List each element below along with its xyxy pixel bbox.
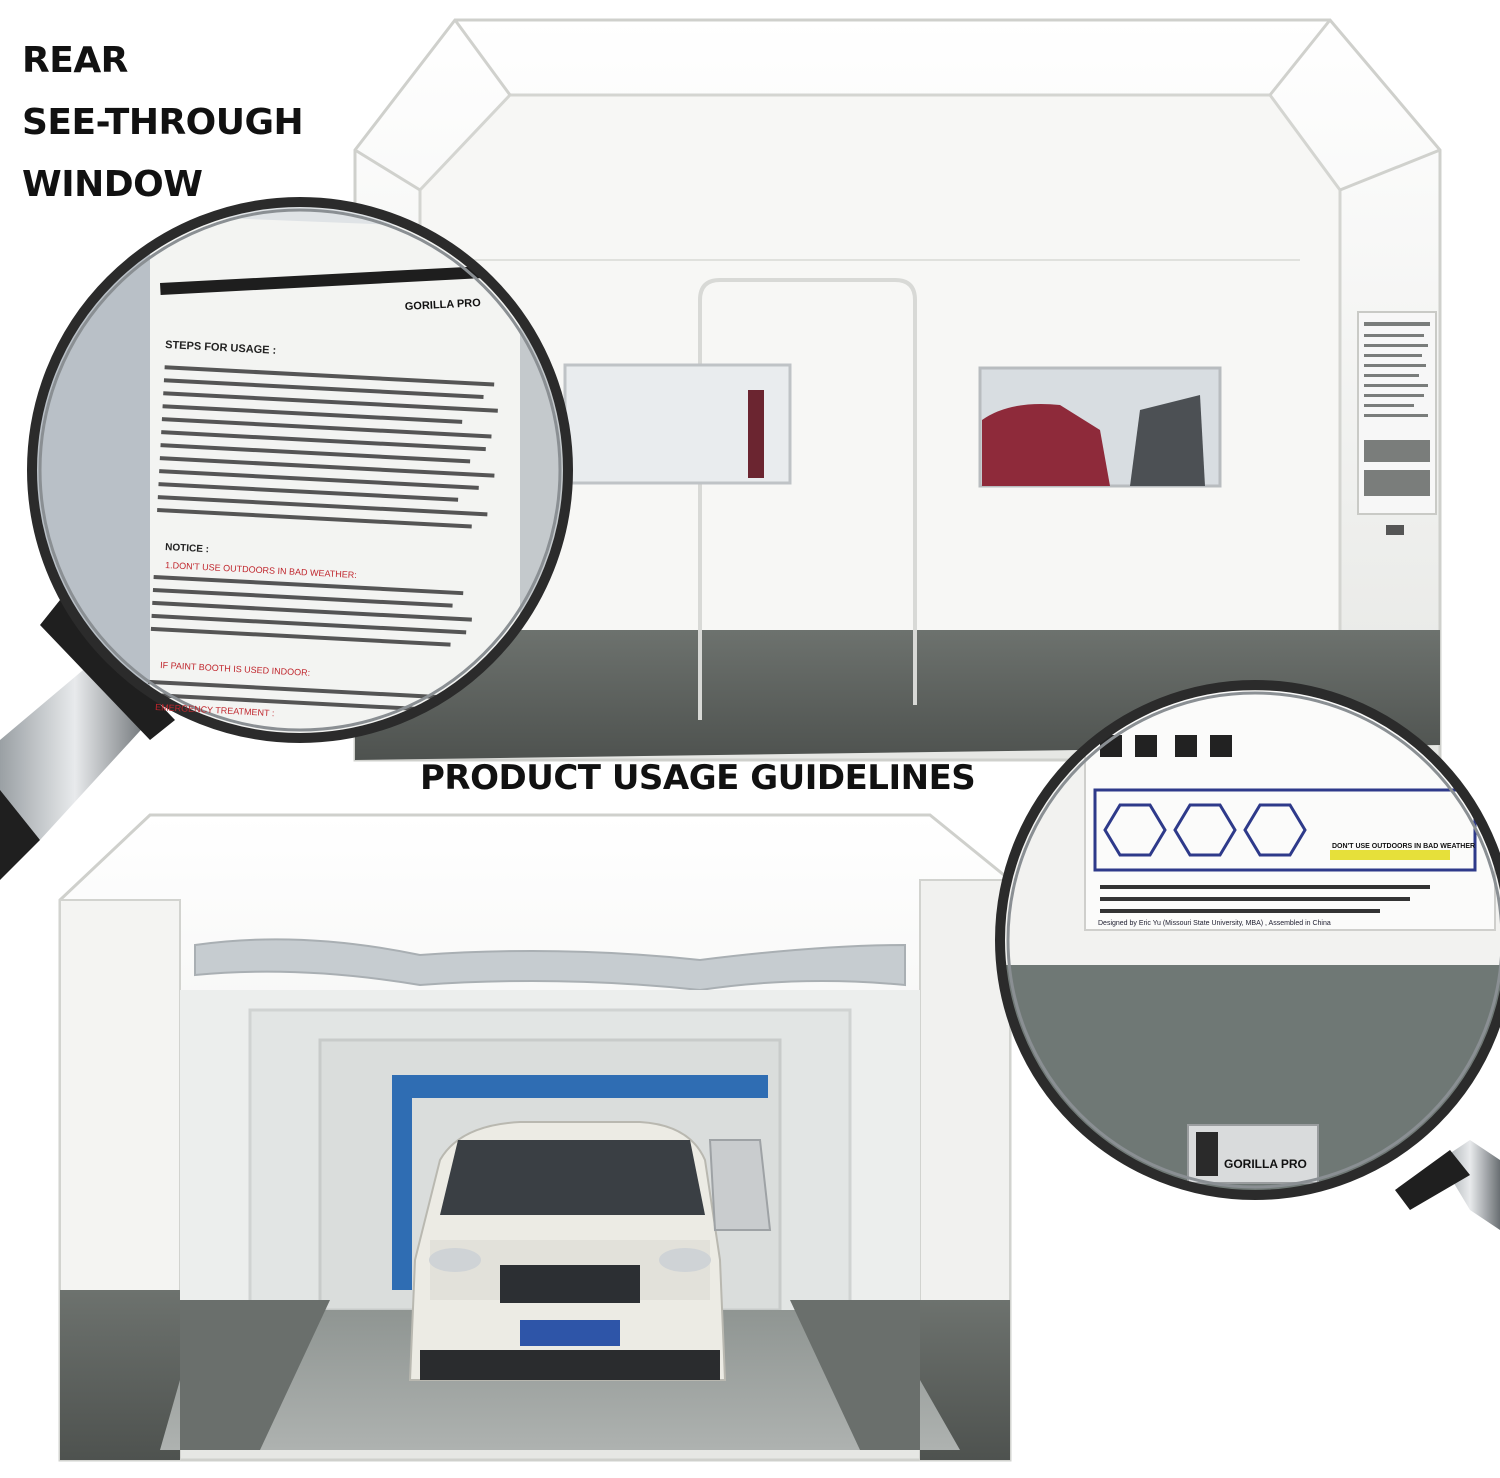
caption-line: WINDOW <box>22 164 203 205</box>
magnifier-right <box>995 680 1500 1230</box>
magnifier-right-handle <box>1395 1140 1500 1230</box>
right-lens-warning: DON'T USE OUTDOORS IN BAD WEATHER <box>1332 843 1475 850</box>
caption-line: SEE-THROUGH <box>22 102 304 143</box>
caption-line: REAR <box>22 40 128 81</box>
magnifier-left-handle <box>0 600 175 880</box>
right-lens-designed-by: Designed by Eric Yu (Missouri State Univ… <box>1098 920 1331 927</box>
car <box>408 1121 772 1381</box>
left-lens-brand: GORILLA PRO <box>405 297 482 313</box>
right-lens-tag-brand: GORILLA PRO <box>1224 1157 1307 1171</box>
left-lens-notice: NOTICE : <box>165 542 209 555</box>
left-lens-heading: STEPS FOR USAGE : <box>165 339 277 357</box>
front-tent <box>58 813 1012 1462</box>
rear-tent <box>353 18 1442 762</box>
caption-rear-window: REAR SEE-THROUGH WINDOW <box>22 30 304 216</box>
magnifier-left <box>0 197 573 880</box>
caption-usage-guidelines: PRODUCT USAGE GUIDELINES <box>420 758 976 798</box>
